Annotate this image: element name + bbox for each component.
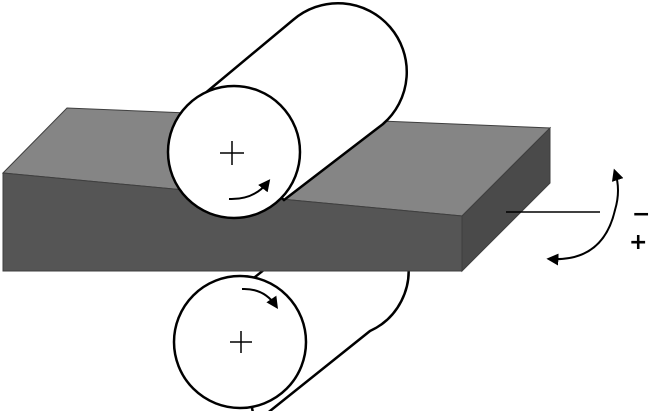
upper-roller-axis-plus-marker-icon: [220, 141, 244, 165]
lower-roller-rotation-arrow-icon: [241, 287, 278, 309]
rotation-arc-arrow-icon: [546, 168, 624, 266]
minus-label: −: [632, 202, 650, 227]
upper-roller-rotation-arrow-icon: [228, 179, 271, 201]
plus-label: +: [629, 230, 647, 255]
metal-slab: [1, 107, 552, 273]
lower-roller-axis-plus-marker-icon: [230, 331, 252, 353]
upper-roller: [166, 2, 408, 220]
rotation-indicator: − +: [506, 168, 650, 266]
